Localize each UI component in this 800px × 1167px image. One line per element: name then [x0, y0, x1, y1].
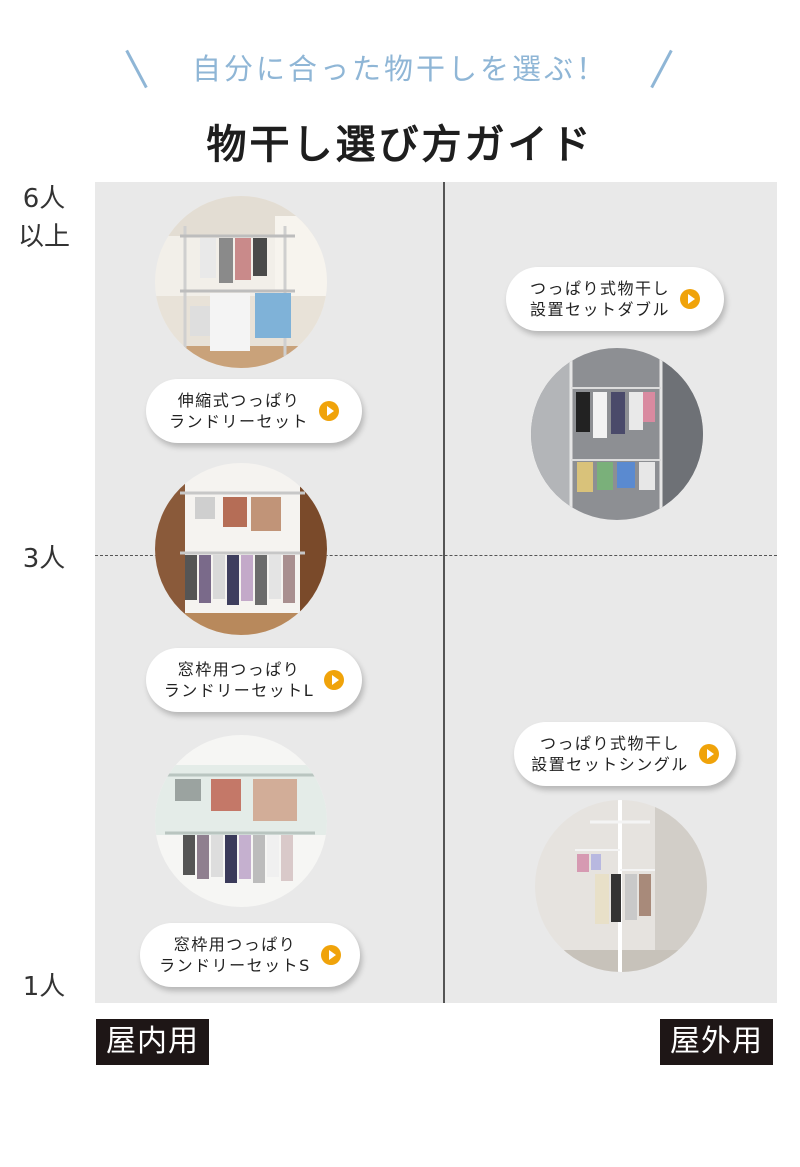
- y-axis-label-top-line1: 6人: [22, 184, 66, 214]
- play-icon: [319, 401, 339, 421]
- laundry-photo-illustration: [155, 463, 327, 635]
- play-icon: [320, 945, 341, 965]
- product-photo-single-pole-set[interactable]: [535, 800, 707, 972]
- laundry-photo-illustration: [535, 800, 707, 972]
- chart-midline-dashed: [95, 555, 777, 556]
- y-axis-label-mid: 3人: [22, 544, 66, 574]
- product-name-line2: 設置セットダブル: [529, 300, 670, 319]
- product-name-line1: つっぱり式物干し: [529, 279, 670, 298]
- page-title: 物干し選び方ガイド: [206, 122, 594, 168]
- laundry-photo-illustration: [155, 196, 327, 368]
- product-name-line2: ランドリーセットS: [159, 956, 311, 975]
- product-name-line1: 窓枠用つっぱり: [173, 935, 297, 954]
- laundry-photo-illustration: [155, 735, 327, 907]
- product-photo-double-pole-set[interactable]: [531, 348, 703, 520]
- product-photo-extendable-set[interactable]: [155, 196, 327, 368]
- laundry-photo-illustration: [531, 348, 703, 520]
- product-name: 窓枠用つっぱり ランドリーセットL: [164, 659, 314, 701]
- product-name: 伸縮式つっぱり ランドリーセット: [169, 390, 309, 432]
- product-photo-window-frame-l[interactable]: [155, 463, 327, 635]
- chart-vertical-divider: [443, 182, 445, 1003]
- product-name-line2: 設置セットシングル: [531, 755, 689, 774]
- play-icon: [698, 744, 719, 764]
- product-button-window-frame-l[interactable]: 窓枠用つっぱり ランドリーセットL: [146, 648, 362, 712]
- product-name-line1: 窓枠用つっぱり: [177, 660, 301, 679]
- page-subtitle: 自分に合った物干しを選ぶ！: [191, 52, 608, 86]
- play-icon: [680, 289, 700, 309]
- x-axis-label-indoor: 屋内用: [96, 1019, 209, 1065]
- product-name-line2: ランドリーセット: [168, 412, 309, 431]
- product-name-line1: 伸縮式つっぱり: [177, 391, 301, 410]
- x-axis-label-outdoor: 屋外用: [660, 1019, 773, 1065]
- product-name: つっぱり式物干し 設置セットダブル: [530, 278, 670, 320]
- product-photo-window-frame-s[interactable]: [155, 735, 327, 907]
- product-name-line2: ランドリーセットL: [163, 681, 315, 700]
- product-button-single-pole-set[interactable]: つっぱり式物干し 設置セットシングル: [514, 722, 736, 786]
- product-name-line1: つっぱり式物干し: [539, 734, 680, 753]
- product-name: つっぱり式物干し 設置セットシングル: [531, 733, 689, 775]
- play-icon: [324, 670, 345, 690]
- y-axis-label-top-line2: 以上: [17, 222, 70, 252]
- product-button-double-pole-set[interactable]: つっぱり式物干し 設置セットダブル: [506, 267, 724, 331]
- product-button-window-frame-s[interactable]: 窓枠用つっぱり ランドリーセットS: [140, 923, 360, 987]
- y-axis-label-top: 6人 以上: [12, 180, 76, 256]
- y-axis-label-bottom: 1人: [22, 972, 66, 1002]
- product-button-extendable-set[interactable]: 伸縮式つっぱり ランドリーセット: [146, 379, 362, 443]
- product-name: 窓枠用つっぱり ランドリーセットS: [159, 934, 311, 976]
